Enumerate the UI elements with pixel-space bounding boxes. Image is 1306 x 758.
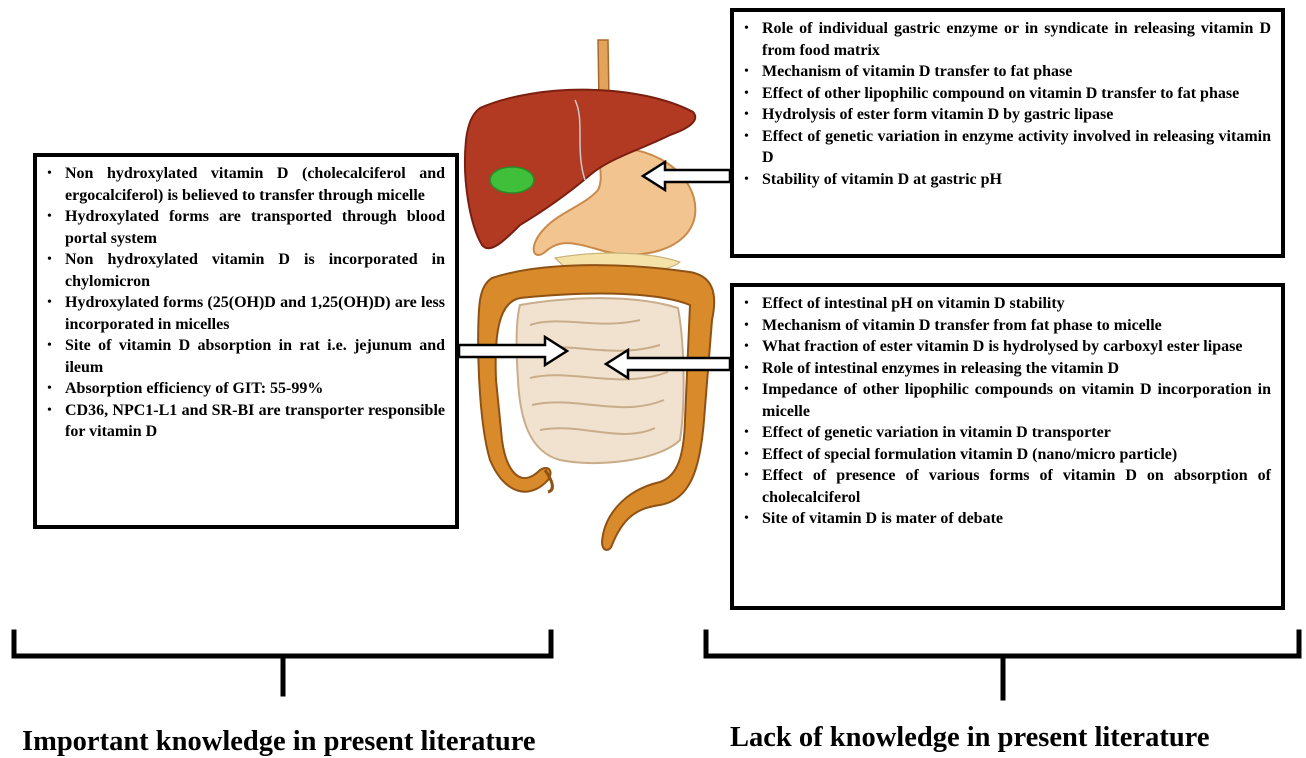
- intestinal-gaps-list: Effect of intestinal pH on vitamin D sta…: [742, 293, 1271, 530]
- bullet-item: Effect of presence of various forms of v…: [742, 465, 1271, 508]
- bullet-item: Effect of special formulation vitamin D …: [742, 444, 1271, 466]
- bullet-item: Effect of other lipophilic compound on v…: [742, 83, 1271, 105]
- bullet-item: Role of intestinal enzymes in releasing …: [742, 358, 1271, 380]
- bullet-item: Effect of genetic variation in vitamin D…: [742, 422, 1271, 444]
- bullet-item: Site of vitamin D is mater of debate: [742, 508, 1271, 530]
- bullet-item: Absorption efficiency of GIT: 55-99%: [45, 378, 445, 400]
- known-knowledge-panel: Non hydroxylated vitamin D (cholecalcife…: [33, 153, 459, 529]
- caption-lack-of-knowledge: Lack of knowledge in present literature: [730, 722, 1209, 754]
- bullet-item: Site of vitamin D absorption in rat i.e.…: [45, 335, 445, 378]
- bullet-item: Mechanism of vitamin D transfer to fat p…: [742, 61, 1271, 83]
- bullet-item: Hydroxylated forms are transported throu…: [45, 206, 445, 249]
- bullet-item: Hydrolysis of ester form vitamin D by ga…: [742, 104, 1271, 126]
- arrow-from-left-box: [459, 337, 567, 365]
- bullet-item: What fraction of ester vitamin D is hydr…: [742, 336, 1271, 358]
- bullet-item: CD36, NPC1-L1 and SR-BI are transporter …: [45, 400, 445, 443]
- intestinal-gaps-panel: Effect of intestinal pH on vitamin D sta…: [730, 283, 1285, 610]
- gastric-gaps-panel: Role of individual gastric enzyme or in …: [730, 8, 1285, 258]
- known-knowledge-list: Non hydroxylated vitamin D (cholecalcife…: [45, 163, 445, 443]
- gallbladder: [490, 167, 534, 193]
- bullet-item: Role of individual gastric enzyme or in …: [742, 18, 1271, 61]
- bullet-item: Mechanism of vitamin D transfer from fat…: [742, 315, 1271, 337]
- gastric-gaps-list: Role of individual gastric enzyme or in …: [742, 18, 1271, 190]
- bracket-left: [14, 632, 551, 694]
- bullet-item: Effect of genetic variation in enzyme ac…: [742, 126, 1271, 169]
- bullet-item: Effect of intestinal pH on vitamin D sta…: [742, 293, 1271, 315]
- bullet-item: Hydroxylated forms (25(OH)D and 1,25(OH)…: [45, 292, 445, 335]
- bullet-item: Non hydroxylated vitamin D (cholecalcife…: [45, 163, 445, 206]
- bullet-item: Non hydroxylated vitamin D is incorporat…: [45, 249, 445, 292]
- bullet-item: Stability of vitamin D at gastric pH: [742, 169, 1271, 191]
- bracket-right: [706, 632, 1299, 698]
- caption-important-knowledge: Important knowledge in present literatur…: [22, 726, 536, 758]
- bullet-item: Impedance of other lipophilic compounds …: [742, 379, 1271, 422]
